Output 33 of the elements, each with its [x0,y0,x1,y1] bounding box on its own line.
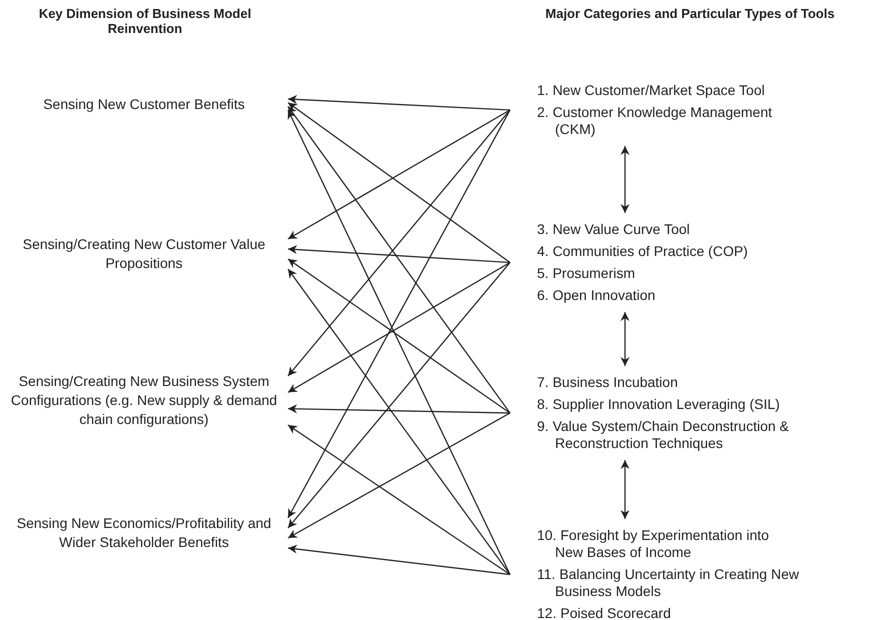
dimension-text: Sensing New Economics/Profitability and Wider Stakeholder Benefits [16,514,272,552]
arrow [288,94,510,111]
tool-item: 8. Supplier Innovation Leveraging (SIL) [537,396,781,413]
column-heading: Key Dimension of Business Model Reinvention [38,6,252,36]
tool-item: 11. Balancing Uncertainty in Creating New Business Models [537,566,799,600]
column-heading: Major Categories and Particular Types of Tools [545,6,835,21]
arrow [620,312,630,366]
tool-item: 5. Prosumerism [537,265,636,282]
arrow [288,404,510,414]
arrow [288,258,510,414]
tool-item: 1. New Customer/Market Space Tool [537,82,766,99]
arrow [288,109,510,240]
dimension-text: Sensing/Creating New Business System Configurations (e.g. New supply & demand chain configurations) [10,372,278,429]
tool-item: 10. Foresight by Experimentation into New Bases of Income [537,527,770,561]
tool-item: 9. Value System/Chain Deconstruction & Reconstruction Techniques [537,418,790,452]
arrow [288,412,510,539]
arrow [288,102,510,263]
arrow [620,146,630,213]
arrow [288,262,510,528]
arrow [288,544,510,576]
arrow [620,460,630,519]
arrow [288,424,510,575]
tool-item: 7. Business Incubation [537,374,679,391]
dimension-text: Sensing/Creating New Customer Value Propositions [22,235,266,273]
tool-item: 4. Communities of Practice (COP) [537,243,749,260]
tool-item: 6. Open Innovation [537,287,656,304]
arrow [288,245,510,264]
arrow [288,262,510,393]
arrow [288,268,510,575]
tool-item: 12. Poised Scorecard [537,605,672,620]
tool-item: 3. New Value Curve Tool [537,221,691,238]
tool-item: 2. Customer Knowledge Management (CKM) [537,104,774,138]
dimension-text: Sensing New Customer Benefits [42,95,246,114]
